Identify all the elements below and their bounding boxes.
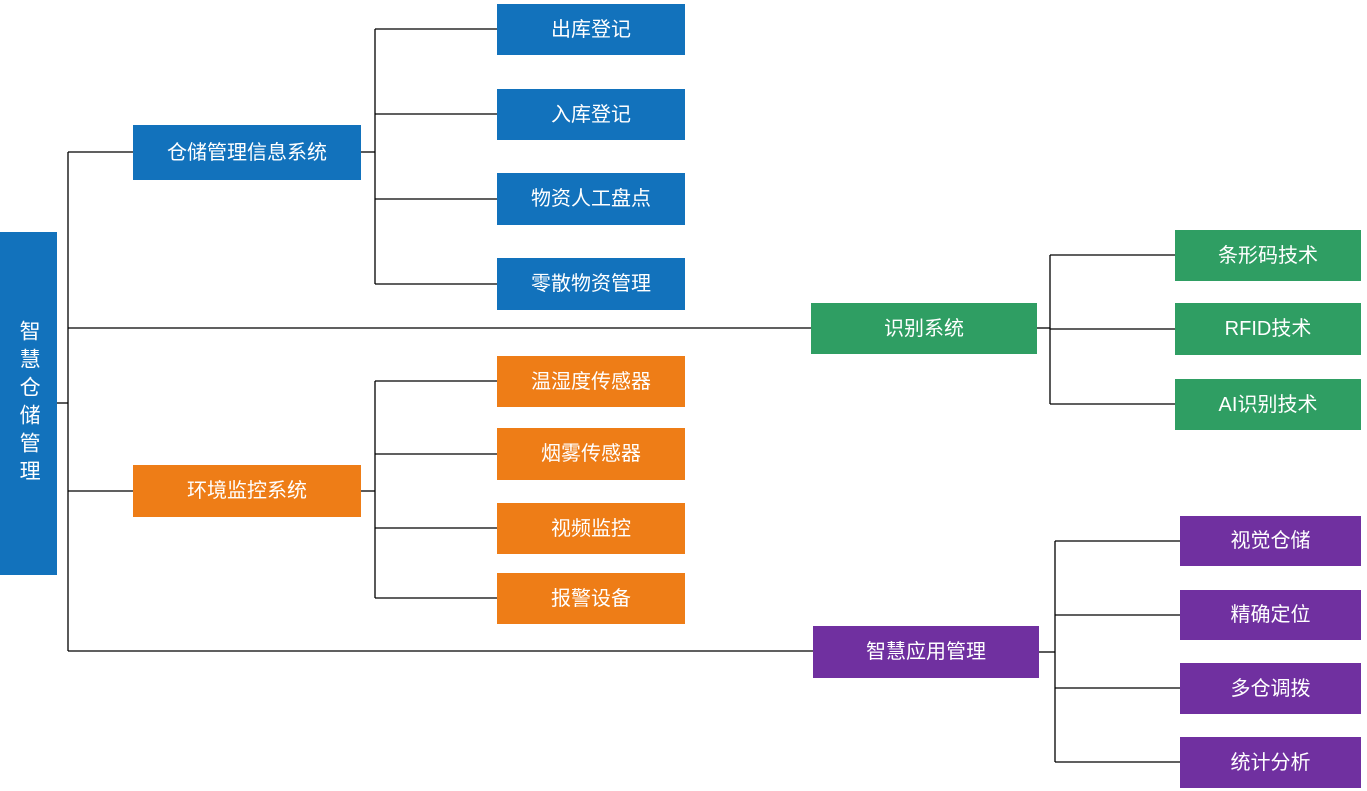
node-statistical-analysis: 统计分析 [1180, 737, 1361, 788]
node-smart-application-management: 智慧应用管理 [813, 626, 1039, 678]
node-manual-inventory-count: 物资人工盘点 [497, 173, 685, 225]
node-rfid-technology: RFID技术 [1175, 303, 1361, 355]
node-warehouse-management-info-system: 仓储管理信息系统 [133, 125, 361, 180]
node-environment-monitoring-system: 环境监控系统 [133, 465, 361, 517]
node-alarm-equipment: 报警设备 [497, 573, 685, 624]
node-precise-positioning: 精确定位 [1180, 590, 1361, 640]
node-visual-warehousing: 视觉仓储 [1180, 516, 1361, 566]
node-temperature-humidity-sensor: 温湿度传感器 [497, 356, 685, 407]
node-outbound-registration: 出库登记 [497, 4, 685, 55]
node-video-surveillance: 视频监控 [497, 503, 685, 554]
node-barcode-technology: 条形码技术 [1175, 230, 1361, 281]
node-smoke-sensor: 烟雾传感器 [497, 428, 685, 480]
node-identification-system: 识别系统 [811, 303, 1037, 354]
node-scattered-materials-management: 零散物资管理 [497, 258, 685, 310]
node-ai-recognition-technology: AI识别技术 [1175, 379, 1361, 430]
node-multi-warehouse-transfer: 多仓调拨 [1180, 663, 1361, 714]
node-inbound-registration: 入库登记 [497, 89, 685, 140]
node-smart-warehouse-management: 智慧仓储管理 [0, 232, 57, 575]
